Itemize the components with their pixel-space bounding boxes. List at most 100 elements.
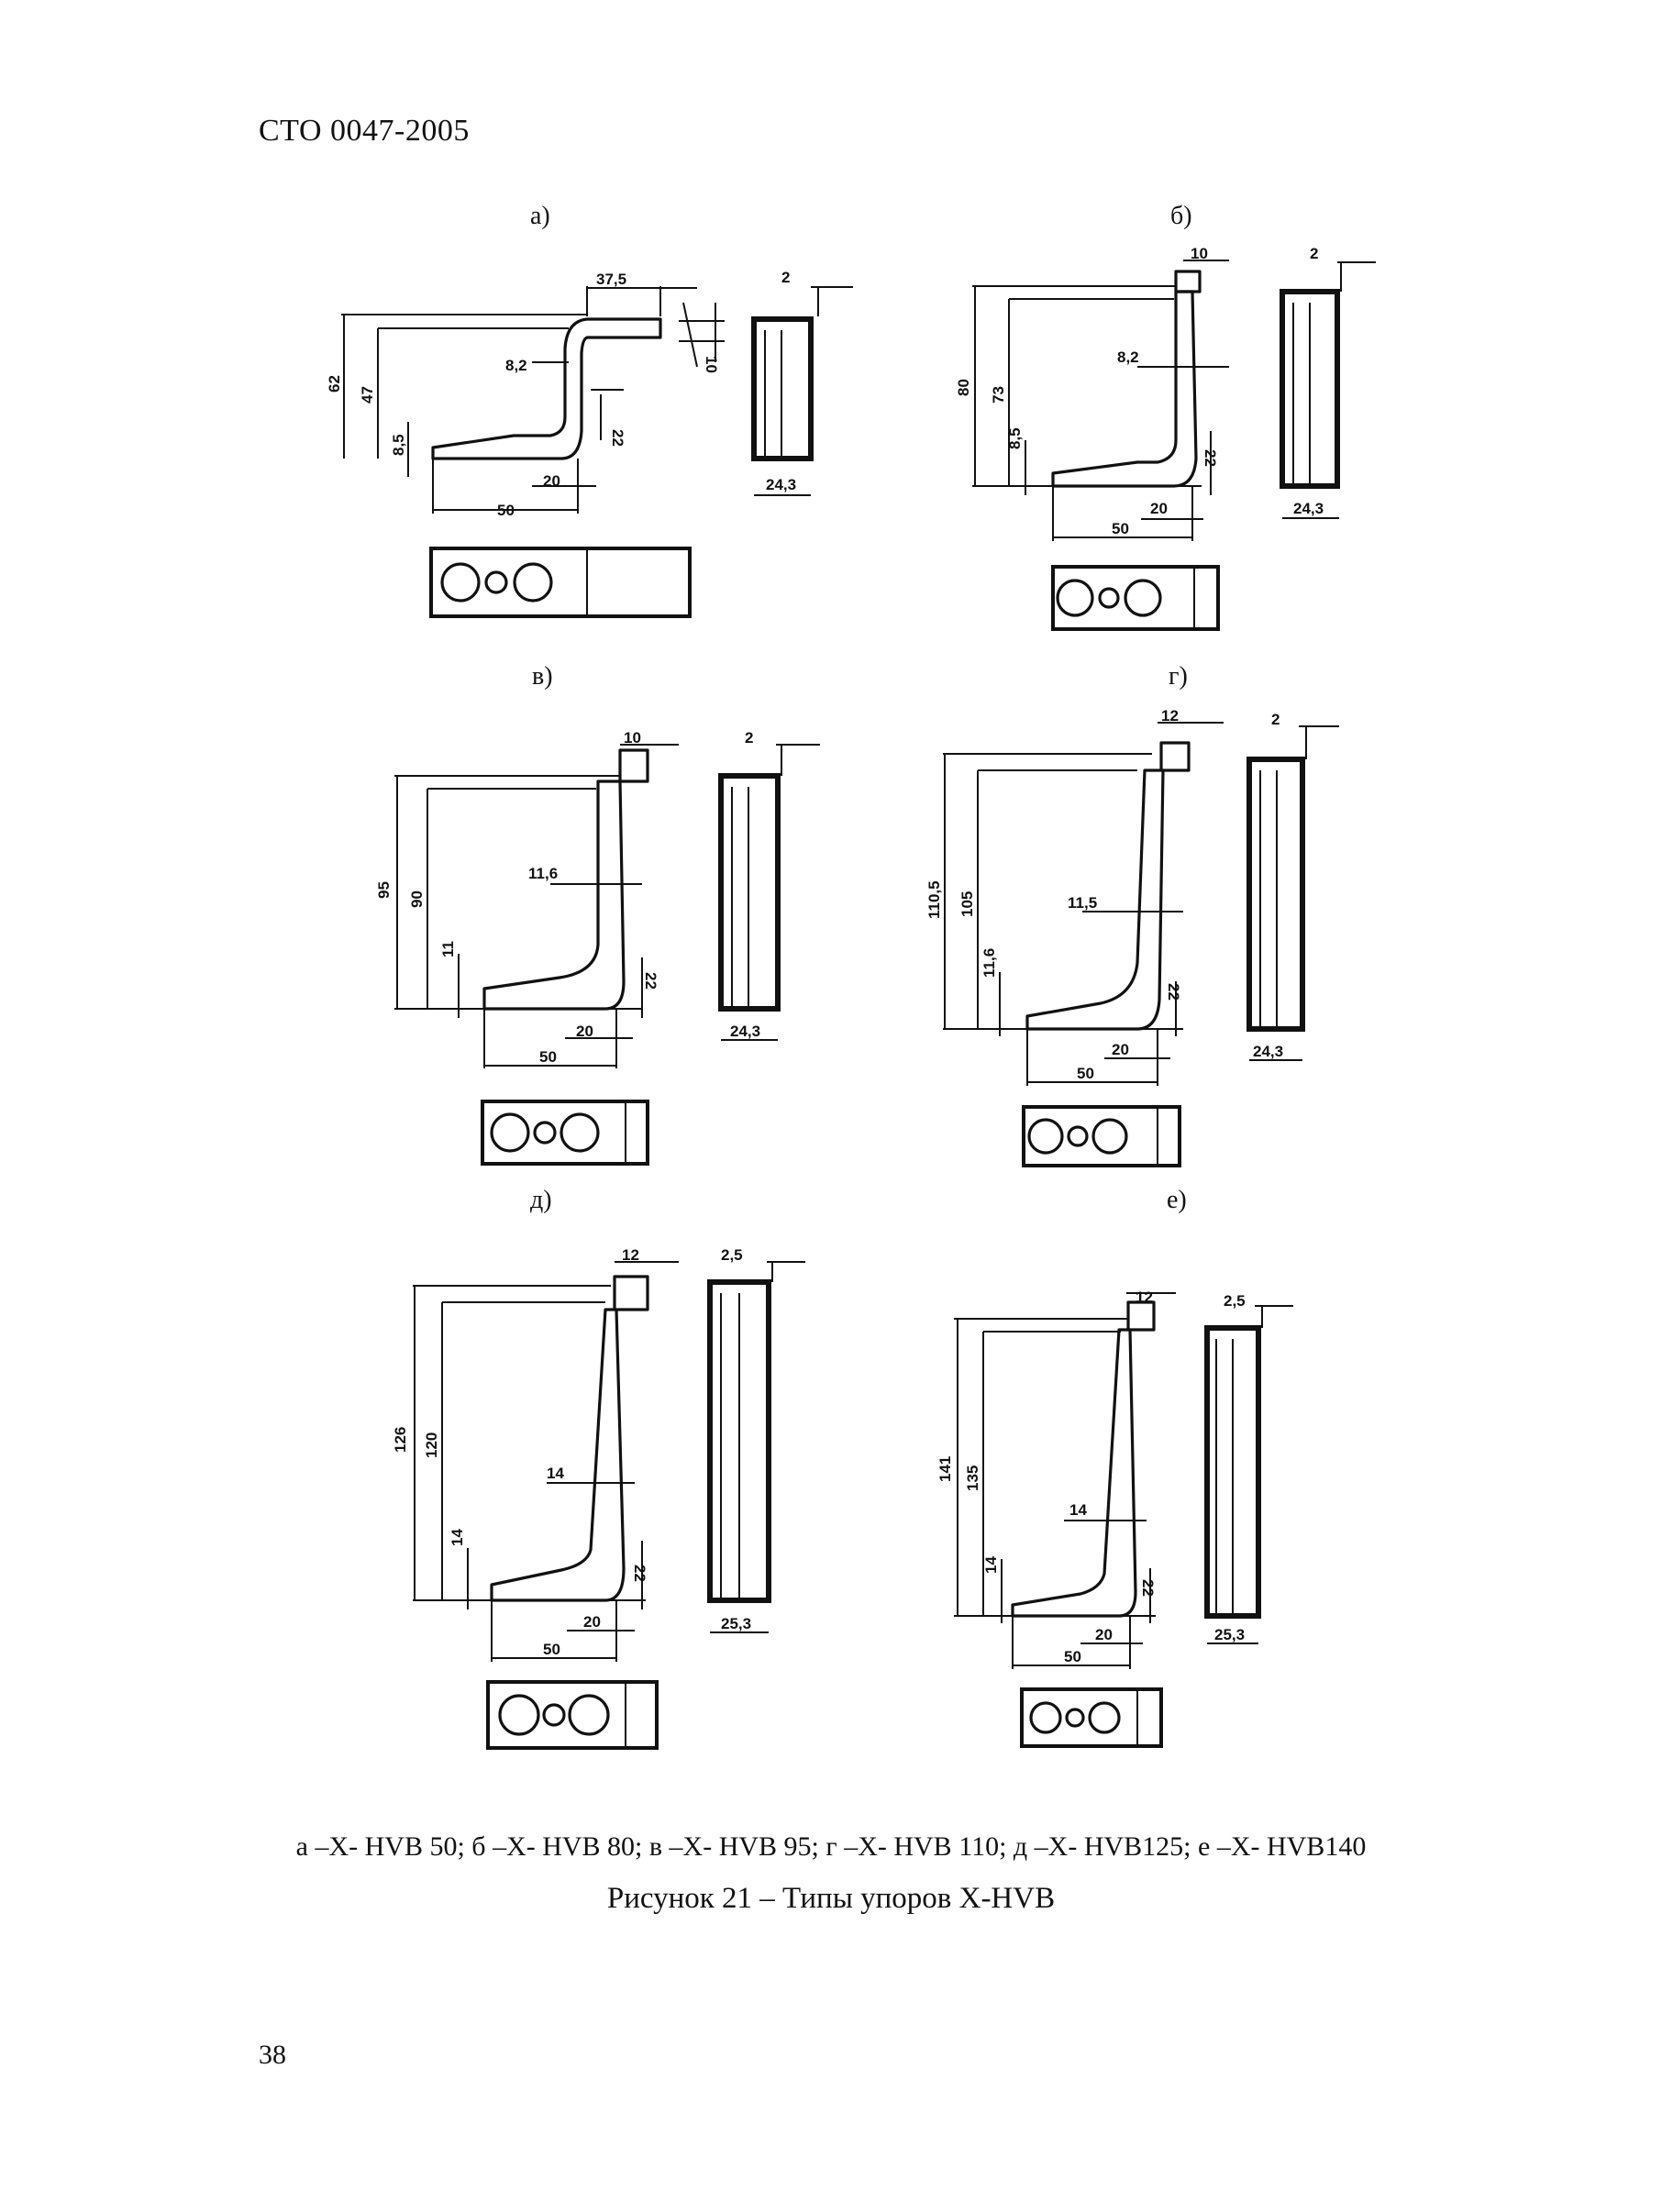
dim-h-outer-g: 110,5 xyxy=(925,880,943,919)
side-view-d xyxy=(413,1261,679,1662)
dim-w20-b: 20 xyxy=(1150,500,1168,517)
dim-radius-v: 11,6 xyxy=(528,865,558,882)
dim-bend-v: 22 xyxy=(642,972,659,990)
drawing-panel-b xyxy=(972,260,1376,631)
dim-thick-e: 2,5 xyxy=(1224,1292,1246,1310)
dimension-labels-b: 10 2 80 73 8,2 8,5 22 20 50 24,3 xyxy=(955,245,1324,537)
dim-h-inner-e: 135 xyxy=(964,1465,981,1491)
panel-label-b: б) xyxy=(1170,202,1192,230)
dim-bend-e: 22 xyxy=(1139,1579,1157,1597)
panel-label-a: а) xyxy=(530,202,550,230)
figure-legend: а –X- HVB 50; б –X- HVB 80; в –X- HVB 95… xyxy=(295,1831,1367,1862)
dim-wb-d: 25,3 xyxy=(721,1615,751,1632)
dim-thick-d: 2,5 xyxy=(721,1246,743,1264)
front-view-a xyxy=(751,286,853,496)
drawing-panel-g xyxy=(943,722,1339,1167)
top-view-v xyxy=(481,1100,649,1166)
dim-base-h-v: 11 xyxy=(439,941,457,957)
dim-wb-b: 24,3 xyxy=(1293,500,1324,517)
drawing-panel-e xyxy=(954,1292,1293,1748)
dimension-labels-d: 12 2,5 126 120 14 14 22 20 50 25,3 xyxy=(392,1246,751,1658)
dimension-labels-a: 37,5 2 10 62 47 8,2 8,5 22 20 50 24,3 xyxy=(326,269,796,519)
panel-label-g: г) xyxy=(1169,662,1188,691)
dim-bend-a: 22 xyxy=(609,429,626,447)
dim-w50-d: 50 xyxy=(543,1641,560,1658)
dim-h-inner-a: 47 xyxy=(359,386,376,404)
dim-top-v: 10 xyxy=(624,729,641,747)
front-view-d xyxy=(707,1261,805,1633)
front-view-b xyxy=(1280,261,1376,519)
dimension-labels-g: 12 2 110,5 105 11,5 11,6 22 20 50 24,3 xyxy=(925,707,1283,1082)
dim-radius-e: 14 xyxy=(1069,1501,1087,1519)
dimension-labels-v: 10 2 95 90 11,6 11 22 20 50 24,3 xyxy=(375,729,760,1066)
dim-bend-b: 22 xyxy=(1202,449,1219,467)
dim-top-a: 37,5 xyxy=(596,271,626,288)
dim-w50-e: 50 xyxy=(1064,1648,1081,1665)
dim-thick-g: 2 xyxy=(1271,711,1280,728)
side-view-a xyxy=(341,286,725,514)
dim-w20-e: 20 xyxy=(1095,1626,1113,1643)
dim-w20-g: 20 xyxy=(1112,1041,1129,1058)
dim-w20-a: 20 xyxy=(543,472,560,490)
dim-wb-a: 24,3 xyxy=(766,476,796,493)
figure-caption: Рисунок 21 – Типы упоров X-HVB xyxy=(606,1882,1056,1915)
document-code: СТО 0047-2005 xyxy=(259,114,470,148)
dim-w20-v: 20 xyxy=(576,1023,593,1040)
dim-base-h-g: 11,6 xyxy=(981,948,998,978)
dim-h-outer-v: 95 xyxy=(375,881,393,899)
page-number: 38 xyxy=(259,2040,286,2070)
side-view-b xyxy=(972,260,1229,541)
dim-thick-b: 2 xyxy=(1310,245,1318,262)
dim-h-inner-v: 90 xyxy=(408,890,426,908)
dim-top-d: 12 xyxy=(622,1246,639,1264)
dim-thick-v: 2 xyxy=(745,729,753,747)
panel-label-e: е) xyxy=(1167,1186,1187,1214)
dim-radius-d: 14 xyxy=(547,1465,564,1482)
dim-top-b: 10 xyxy=(1191,245,1208,262)
dim-base-h-d: 14 xyxy=(449,1529,466,1546)
dim-radius-g: 11,5 xyxy=(1068,894,1097,912)
dim-h-outer-a: 62 xyxy=(326,375,343,393)
dim-h-outer-d: 126 xyxy=(392,1427,409,1453)
dim-w20-d: 20 xyxy=(583,1613,601,1631)
drawing-panel-d xyxy=(413,1261,805,1750)
top-view-g xyxy=(1022,1105,1181,1167)
front-view-v xyxy=(718,744,820,1041)
top-view-e xyxy=(1020,1687,1163,1748)
dimension-labels-e: 12 2,5 141 135 14 14 22 20 50 25,3 xyxy=(936,1288,1246,1665)
side-view-v xyxy=(394,744,679,1068)
side-view-e xyxy=(954,1292,1176,1669)
panel-label-v: в) xyxy=(532,662,553,691)
front-view-e xyxy=(1204,1305,1293,1644)
dim-base-h-e: 14 xyxy=(982,1556,1000,1574)
dim-h-inner-b: 73 xyxy=(990,386,1007,404)
dim-base-h-b: 8,5 xyxy=(1006,427,1024,449)
dim-h-outer-e: 141 xyxy=(936,1456,954,1482)
dim-h-inner-g: 105 xyxy=(958,891,976,917)
dim-bend-d: 22 xyxy=(631,1565,648,1582)
dim-bend-g: 22 xyxy=(1165,983,1182,1001)
dim-wb-v: 24,3 xyxy=(730,1023,760,1040)
dim-top-e: 12 xyxy=(1136,1288,1153,1306)
panel-label-d: д) xyxy=(530,1186,552,1214)
dim-w50-v: 50 xyxy=(539,1048,557,1066)
dim-wb-g: 24,3 xyxy=(1253,1043,1283,1060)
side-view-g xyxy=(943,722,1224,1086)
dim-thick-a: 2 xyxy=(781,269,790,286)
dim-radius-b: 8,2 xyxy=(1117,348,1139,366)
dim-h-inner-d: 120 xyxy=(423,1432,440,1458)
dim-w50-a: 50 xyxy=(497,502,515,519)
dim-top-g: 12 xyxy=(1161,707,1179,724)
dim-radius-a: 8,2 xyxy=(505,357,527,374)
dim-wb-e: 25,3 xyxy=(1214,1626,1245,1643)
dim-base-h-a: 8,5 xyxy=(390,434,407,456)
dim-w50-g: 50 xyxy=(1077,1065,1094,1082)
drawing-panel-a xyxy=(341,286,853,618)
dim-tab-a: 10 xyxy=(703,356,720,373)
dim-h-outer-b: 80 xyxy=(955,379,972,396)
top-view-b xyxy=(1051,565,1220,631)
front-view-g xyxy=(1246,725,1339,1061)
dim-w50-b: 50 xyxy=(1112,520,1129,537)
drawing-panel-v xyxy=(394,744,820,1166)
